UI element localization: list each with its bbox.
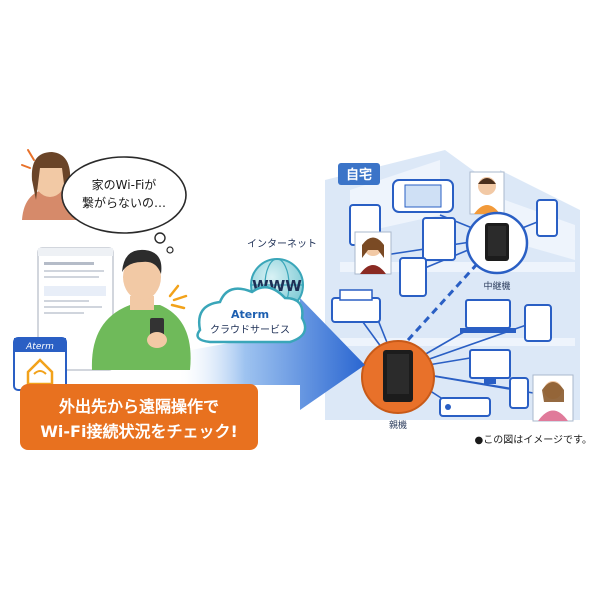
router-device: 親機 (361, 340, 435, 431)
laptop-icon (460, 299, 516, 333)
repeater-label: 中継機 (483, 280, 510, 292)
boy-avatar-top (469, 171, 505, 215)
tablet-icon-middle (422, 217, 456, 261)
woman-avatar-left (354, 231, 392, 275)
speech-line2: 繋がらないの… (82, 195, 166, 210)
smartphone-icon-bottom (509, 377, 529, 409)
speech-bubble: 家のWi-Fiが 繋がらないの… (61, 156, 187, 254)
cloud-line2: クラウドサービス (210, 324, 290, 336)
man-illustration (91, 249, 191, 370)
monitor-icon (469, 349, 511, 384)
game-console-icon (392, 179, 454, 213)
internet-label: インターネット (247, 238, 317, 250)
home-label-badge: 自宅 (338, 163, 380, 185)
home-label: 自宅 (346, 167, 372, 183)
repeater-device: 中継機 (465, 211, 529, 292)
cloud-line1: Aterm (231, 308, 269, 321)
smartphone-icon-top (536, 199, 558, 237)
caption-box: 外出先から遠隔操作で Wi-Fi接続状況をチェック! (20, 384, 258, 450)
flow-arrow (180, 298, 365, 410)
image-note: ●この図はイメージです。 (474, 434, 592, 446)
tablet-icon-right (524, 304, 552, 342)
settop-box-icon (439, 397, 491, 417)
tablet-icon-left (399, 257, 427, 297)
aterm-app-icon: Aterm (13, 337, 67, 391)
caption-line1: 外出先から遠隔操作で (58, 397, 219, 416)
app-logo-text: Aterm (25, 342, 54, 352)
caption-line2: Wi-Fi接続状況をチェック! (40, 422, 238, 441)
printer-icon (331, 289, 381, 323)
router-label: 親機 (389, 419, 407, 431)
speech-line1: 家のWi-Fiが (92, 177, 157, 192)
cloud-service: Aterm クラウドサービス (196, 285, 307, 344)
woman-avatar-right (532, 374, 574, 422)
